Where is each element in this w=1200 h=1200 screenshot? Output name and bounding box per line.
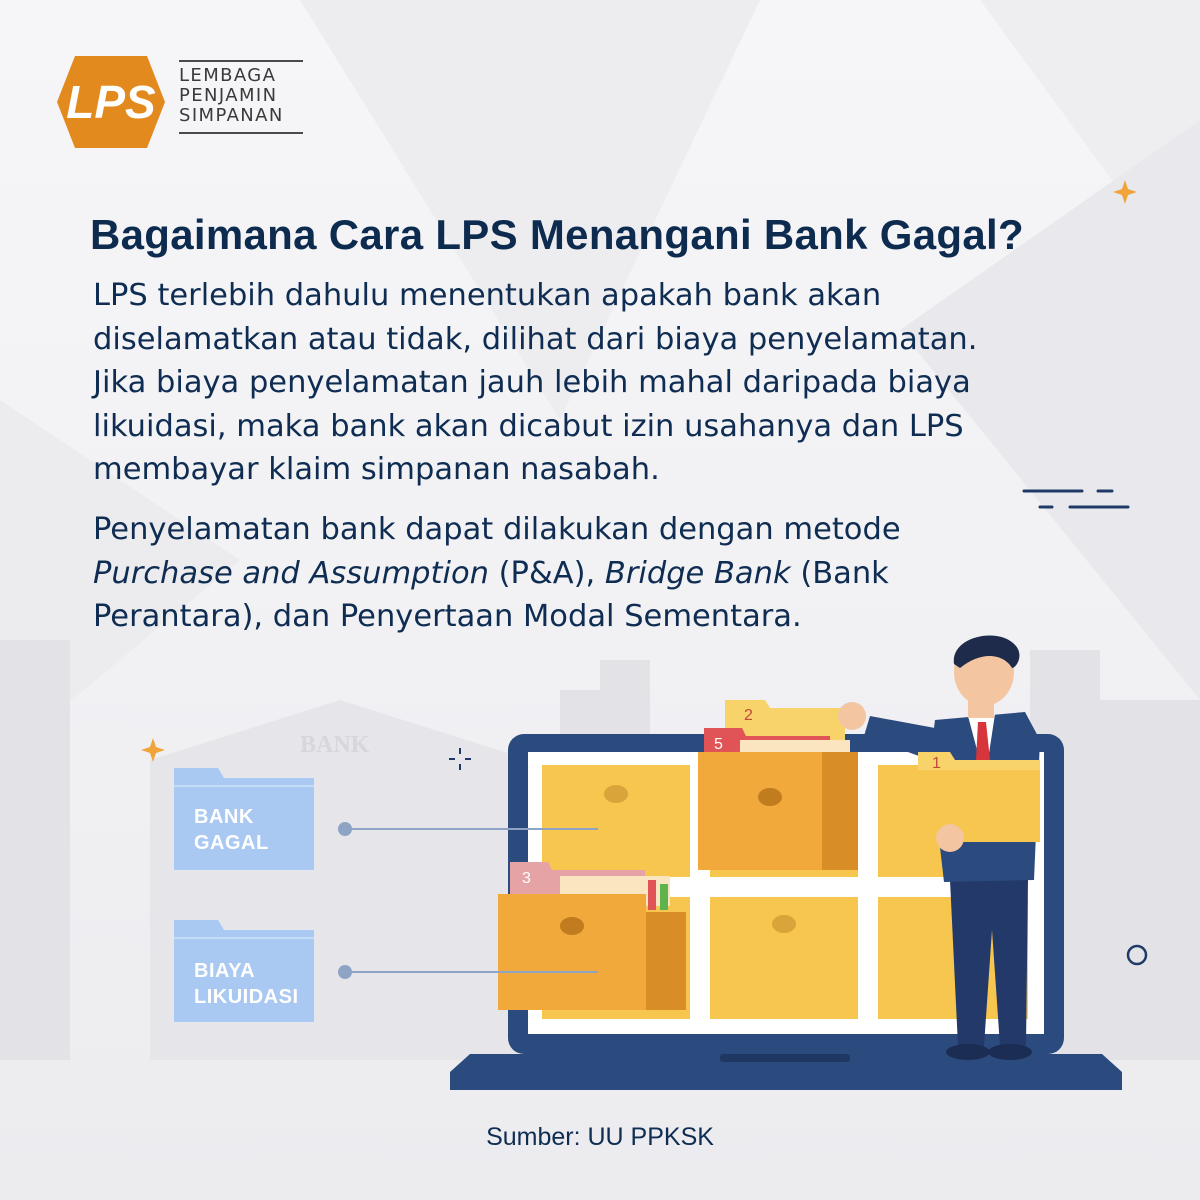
lps-logo: LPS LEMBAGA PENJAMIN SIMPANAN [55, 52, 315, 157]
lps-logo-wordmark: LEMBAGA PENJAMIN SIMPANAN [179, 60, 303, 134]
text-fragment: (Bank [790, 555, 889, 591]
folder-biaya-likuidasi: BIAYA LIKUIDASI [174, 920, 314, 1022]
crosshair-icon [449, 748, 471, 770]
paragraph-2: Penyelamatan bank dapat dilakukan dengan… [93, 508, 1103, 639]
speed-lines-icon [1022, 489, 1130, 509]
paragraph-1-line: Jika biaya penyelamatan jauh lebih mahal… [93, 365, 971, 400]
source-footer: Sumber: UU PPKSK [486, 1123, 714, 1151]
ring-icon [1126, 944, 1148, 966]
paragraph-2-line: Penyelamatan bank dapat dilakukan dengan… [93, 512, 901, 547]
open-drawer-bottom: 3 [498, 862, 686, 1010]
svg-text:5: 5 [714, 736, 723, 753]
laptop-base [450, 1054, 1122, 1090]
folder-icon [174, 920, 314, 1022]
open-drawer-top: 2 5 [698, 700, 858, 870]
folder-label-line: BANK [194, 806, 254, 828]
text-fragment: (P&A), [488, 555, 605, 591]
folder-label-line: LIKUIDASI [194, 986, 299, 1008]
folder-label-line: GAGAL [194, 832, 269, 854]
term-purchase-assumption: Purchase and Assumption [93, 555, 489, 591]
bank-building-sign: BANK [300, 732, 370, 758]
folder-bank-gagal: BANK GAGAL [174, 768, 314, 870]
paragraph-1-line: membayar klaim simpanan nasabah. [93, 452, 660, 487]
paragraph-1-line: likuidasi, maka bank akan dicabut izin u… [93, 408, 964, 444]
svg-text:1: 1 [932, 755, 941, 772]
folder-label-text: BANK GAGAL [194, 804, 269, 856]
paragraph-2-line: Perantara), dan Penyertaan Modal Sementa… [93, 599, 802, 634]
term-bridge-bank: Bridge Bank [604, 555, 791, 591]
paragraph-1-line: LPS terlebih dahulu menentukan apakah ba… [93, 278, 882, 313]
page-title: Bagaimana Cara LPS Menangani Bank Gagal? [90, 211, 1024, 258]
paragraph-2-line: Purchase and Assumption (P&A), Bridge Ba… [93, 552, 1103, 596]
svg-text:3: 3 [522, 870, 531, 887]
folder-label-line: BIAYA [194, 960, 256, 982]
logo-line-3: SIMPANAN [179, 105, 284, 126]
sparkle-icon [141, 180, 1137, 762]
lps-logo-mark: LPS [57, 56, 165, 148]
paragraph-1: LPS terlebih dahulu menentukan apakah ba… [93, 274, 1103, 492]
folder-label-text: BIAYA LIKUIDASI [194, 958, 299, 1010]
logo-line-2: PENJAMIN [179, 85, 278, 106]
logo-line-1: LEMBAGA [179, 65, 277, 86]
folder-icon [174, 768, 314, 870]
businessman-figure: 1 [838, 635, 1040, 1060]
connector-lines [338, 822, 598, 979]
svg-text:LPS: LPS [66, 76, 156, 128]
paragraph-1-line: diselamatkan atau tidak, dilihat dari bi… [93, 321, 978, 357]
svg-text:2: 2 [744, 707, 753, 724]
